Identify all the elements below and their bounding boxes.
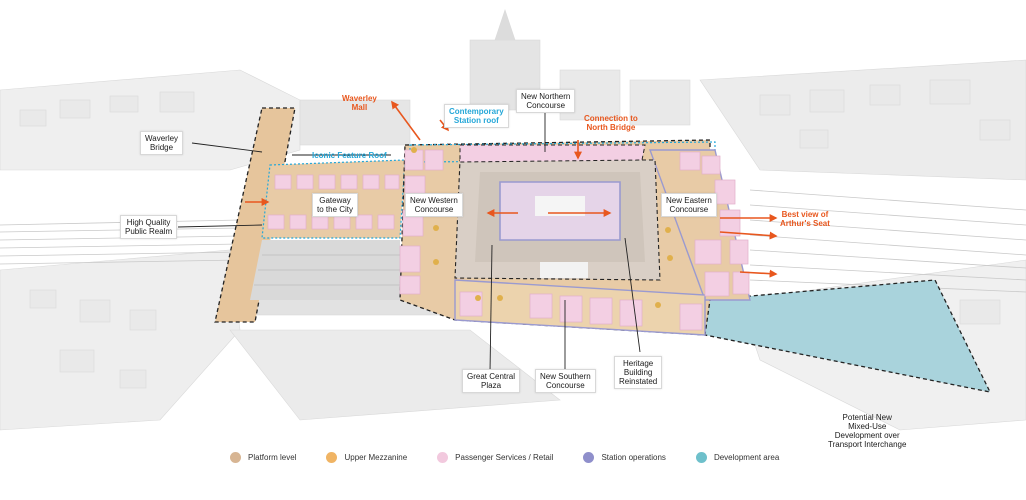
legend-item: Station operations bbox=[583, 451, 666, 463]
legend-label: Development area bbox=[713, 452, 780, 462]
legend-swatch bbox=[437, 451, 449, 463]
legend-item: Upper Mezzanine bbox=[326, 451, 408, 463]
legend-item: Platform level bbox=[230, 451, 297, 463]
pavilion-roof bbox=[535, 196, 585, 216]
eastern-concourse bbox=[648, 149, 751, 301]
waverley-bridge-deck bbox=[214, 107, 296, 323]
legend-label: Passenger Services / Retail bbox=[455, 452, 554, 462]
legend-swatch bbox=[326, 451, 338, 463]
legend-item: Development area bbox=[695, 451, 780, 463]
legend-label: Upper Mezzanine bbox=[344, 452, 408, 462]
legend-swatch bbox=[695, 451, 707, 463]
leader-lines bbox=[177, 108, 641, 373]
legend-label: Station operations bbox=[601, 452, 666, 462]
label-iconic-feature-roof: Iconic Feature Roof bbox=[312, 151, 387, 160]
development-area bbox=[704, 279, 992, 393]
plaza-kiosk bbox=[540, 262, 588, 278]
legend-swatch bbox=[583, 451, 595, 463]
legend: Platform level Upper Mezzanine Passenger S… bbox=[230, 450, 809, 464]
legend-label: Platform level bbox=[248, 452, 297, 462]
legend-item: Passenger Services / Retail bbox=[437, 451, 554, 463]
legend-swatch bbox=[230, 451, 241, 463]
northern-concourse-strip bbox=[459, 144, 646, 163]
